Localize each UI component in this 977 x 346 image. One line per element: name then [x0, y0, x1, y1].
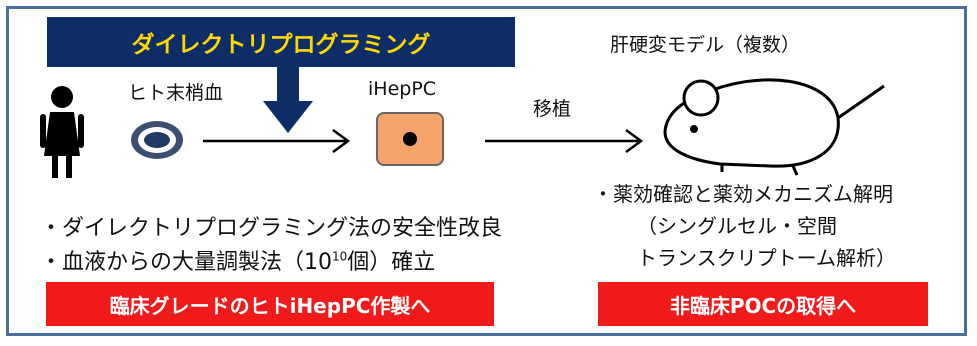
transplant-label: 移植 — [533, 98, 572, 120]
peripheral-blood-label: ヒト末梢血 — [128, 82, 224, 104]
arrow-to-ihepPC — [203, 128, 351, 154]
human-icon — [40, 86, 84, 178]
down-arrow — [263, 67, 313, 133]
nonclinical-poc-button: 非臨床POCの取得へ — [598, 282, 928, 326]
transplant-arrow — [485, 128, 644, 154]
bullet-transcriptome: トランスクリプトーム解析） — [637, 246, 896, 270]
mouse-eye — [690, 125, 698, 133]
ihepPC-cell-icon — [376, 112, 444, 166]
bullet-singlecell: （シングルセル・空間 — [637, 214, 837, 238]
cirrhosis-model-title: 肝硬変モデル（複数） — [610, 34, 801, 56]
bullet-efficacy: ・薬効確認と薬効メカニズム解明 — [593, 182, 893, 206]
clinical-grade-button: 臨床グレードのヒトiHepPC作製へ — [46, 282, 494, 326]
direct-reprogramming-banner: ダイレクトリプログラミング — [47, 17, 515, 67]
bullet-safety: ・ダイレクトリプログラミング法の安全性改良 — [40, 216, 503, 241]
ihepPC-label: iHepPC — [368, 78, 437, 100]
mouse-icon — [663, 78, 885, 176]
blood-cell-icon — [131, 121, 183, 159]
bullet-mass-production: ・血液からの大量調製法（1010個）確立 — [40, 249, 436, 275]
